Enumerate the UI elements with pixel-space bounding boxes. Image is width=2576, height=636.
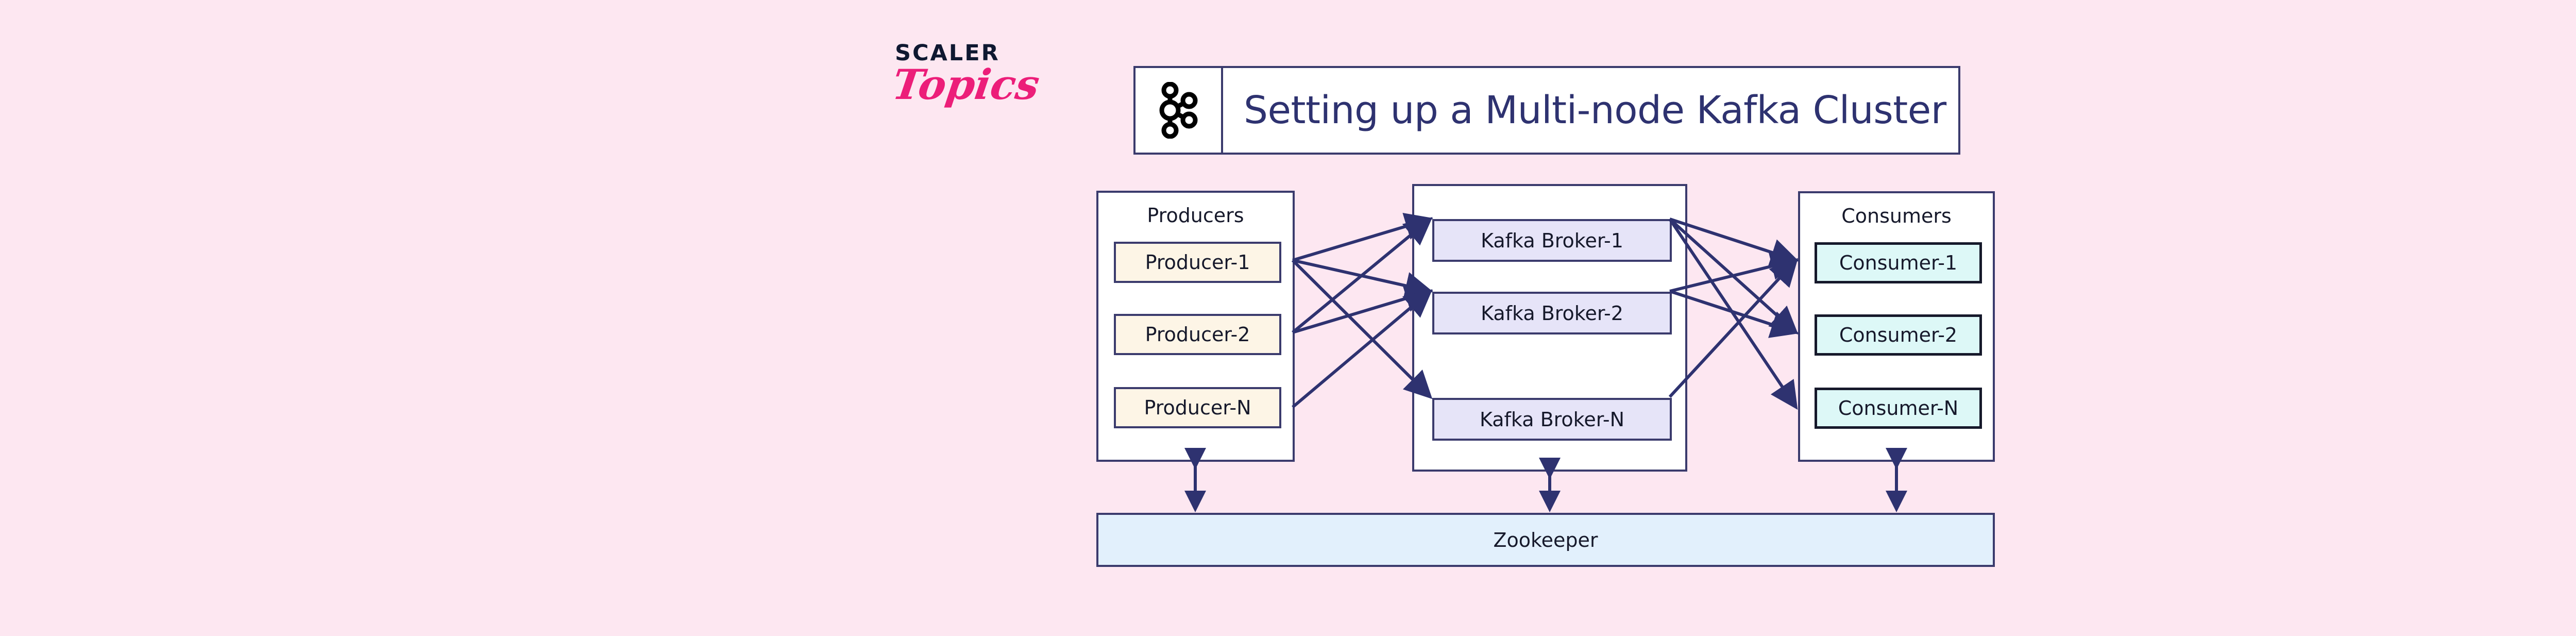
producers-group-label: Producers (1147, 204, 1244, 227)
producer-broker-edges (1291, 212, 1433, 409)
node-producer-n[interactable]: Producer-N (1114, 387, 1281, 428)
node-consumer-n[interactable]: Consumer-N (1815, 388, 1982, 429)
zookeeper-edges (1184, 448, 1907, 512)
page-title: Setting up a Multi-node Kafka Cluster (1244, 88, 1946, 132)
edge-brokerN-consumer1 (1668, 258, 1799, 398)
node-kafka-broker-1[interactable]: Kafka Broker-1 (1432, 219, 1672, 262)
producers-group: Producers Producer-1 Producer-2 Producer… (1096, 191, 1295, 462)
edge-broker1-consumer2 (1668, 217, 1799, 335)
logo-wordmark-topics: Topics (889, 60, 1043, 109)
edge-producer1-broker2 (1292, 259, 1433, 299)
edge-producer2-broker2 (1292, 284, 1433, 334)
edge-broker2-consumer1 (1669, 253, 1799, 293)
consumers-group: Consumers Consumer-1 Consumer-2 Consumer… (1798, 191, 1995, 462)
kafka-logo-icon (1157, 82, 1200, 139)
edge-broker2-consumer2 (1669, 290, 1799, 338)
title-icon-cell (1136, 68, 1223, 153)
node-kafka-broker-2[interactable]: Kafka Broker-2 (1432, 292, 1672, 334)
page-title-bar: Setting up a Multi-node Kafka Cluster (1133, 66, 1960, 155)
node-producer-1[interactable]: Producer-1 (1114, 242, 1281, 283)
node-zookeeper[interactable]: Zookeeper (1096, 513, 1995, 567)
consumers-group-label: Consumers (1841, 205, 1952, 227)
node-consumer-2[interactable]: Consumer-2 (1815, 314, 1982, 356)
edge-producer1-broker1 (1292, 212, 1433, 262)
edge-producer1-brokerN (1291, 259, 1433, 399)
kafka-brokers-group: Kafka Broker-1 Kafka Broker-2 Kafka Brok… (1412, 184, 1687, 472)
node-producer-2[interactable]: Producer-2 (1114, 314, 1281, 355)
logo-wordmark-scaler: SCALER (895, 40, 1000, 66)
edge-producerN-broker2 (1292, 289, 1433, 409)
node-consumer-1[interactable]: Consumer-1 (1815, 242, 1982, 283)
scaler-topics-logo: SCALER Topics (889, 40, 1047, 127)
node-kafka-broker-n[interactable]: Kafka Broker-N (1432, 398, 1672, 441)
edge-broker1-consumer1 (1669, 217, 1799, 266)
edge-broker1-consumerN (1668, 218, 1798, 410)
broker-consumer-edges (1668, 217, 1799, 410)
edge-producer2-broker1 (1292, 217, 1433, 334)
